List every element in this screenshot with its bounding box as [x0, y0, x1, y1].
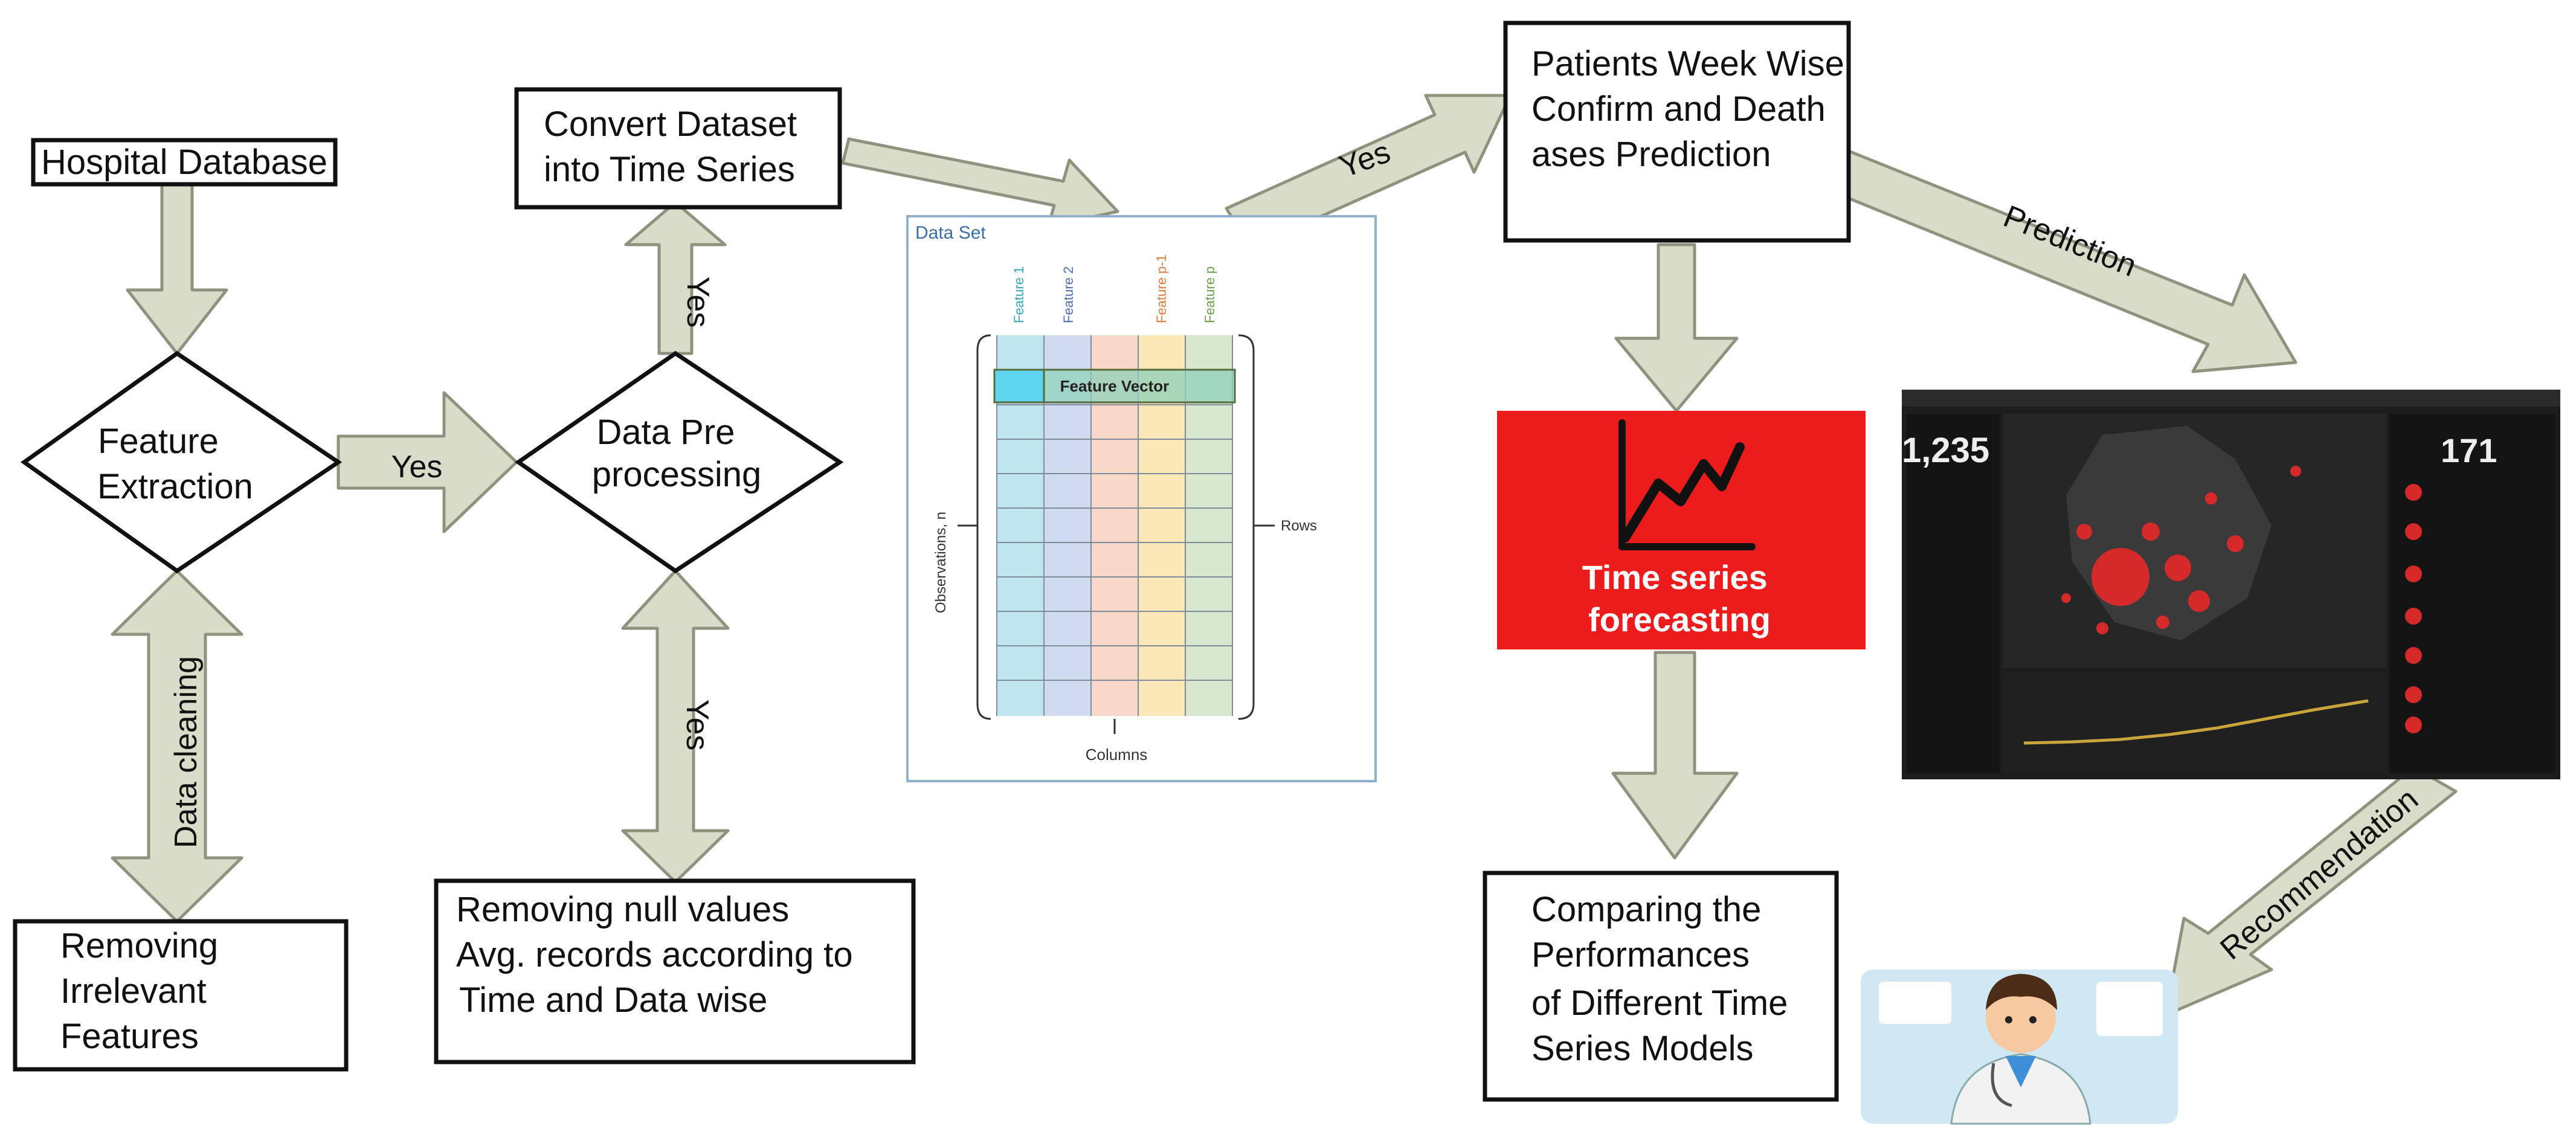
feature-extraction-line-2: Extraction: [97, 467, 253, 506]
patients-prediction-line-1: Patients Week Wise: [1531, 44, 1844, 83]
edge-label-data-cleaning: Data cleaning: [169, 656, 204, 848]
arrow-hospital-to-feature: [126, 182, 228, 355]
dataset-title: Data Set: [915, 223, 986, 243]
dashboard-map-dots: [2061, 466, 2301, 634]
dashboard-top-bar: [1902, 390, 2560, 407]
removing-null-label: Removing null values Avg. records accord…: [456, 890, 863, 1020]
dashboard-trend-line: [2023, 699, 2369, 745]
forecast-line-1: Time series: [1582, 558, 1768, 596]
doctor-card-panel-right: [2096, 982, 2163, 1036]
removing-irrelevant-line-3: Features: [60, 1017, 199, 1056]
dataset-observations-label: Observations, n: [933, 512, 949, 613]
doctor-body: [1950, 1053, 2091, 1125]
convert-dataset-label: Convert Dataset into Time Series: [544, 105, 807, 189]
arrow-patients-to-forecast: [1614, 243, 1739, 413]
dataset-rows-label: Rows: [1281, 518, 1317, 534]
doctor-face: [1986, 983, 2056, 1053]
doctor-hair: [1986, 974, 2057, 1010]
comparing-models-line-1: Comparing the: [1531, 890, 1761, 929]
comparing-models-box: [1483, 871, 1839, 1102]
edge-label-yes-feature-to-preprocessing: Yes: [391, 449, 443, 485]
doctor-avatar-icon: [1861, 970, 2178, 1125]
removing-irrelevant-line-2: Irrelevant: [60, 971, 207, 1011]
removing-null-line-2: Avg. records according to: [456, 935, 853, 974]
forecast-background: [1497, 411, 1866, 649]
hospital-database-label: Hospital Database: [41, 143, 327, 182]
dataset-bracket: [976, 334, 1255, 720]
dataset-feature-label-3: Feature p-1: [1154, 254, 1169, 323]
removing-irrelevant-label: Removing Irrelevant Features: [60, 926, 228, 1056]
patients-prediction-line-2: Confirm and Death: [1531, 89, 1826, 129]
dashboard-left-number: 1,235: [1902, 431, 1989, 470]
doctor-shirt: [2006, 1056, 2036, 1087]
doctor-eye-right: [2029, 1016, 2037, 1023]
dataset-feature-vector-label: Feature Vector: [1060, 377, 1170, 395]
forecast-line-2: forecasting: [1588, 600, 1771, 639]
edge-label-recommendation: Recommendation: [2214, 782, 2424, 967]
patients-prediction-line-3: ases Prediction: [1531, 135, 1771, 174]
patients-prediction-box: [1503, 21, 1851, 243]
feature-extraction-label: Feature Extraction: [97, 422, 253, 506]
dataset-columns-label: Columns: [1086, 745, 1148, 764]
forecast-label: Time series forecasting: [1582, 558, 1777, 639]
dataset-feature-vector-highlight: [993, 369, 1045, 404]
hospital-database-box: [31, 138, 338, 187]
dashboard-chart-area: [2003, 674, 2386, 773]
flow-arrows: [111, 94, 2458, 1017]
data-preprocessing-line-1: Data Pre: [596, 413, 735, 452]
dataset-feature-label-2: Feature 2: [1061, 266, 1076, 323]
convert-dataset-line-1: Convert Dataset: [544, 105, 797, 144]
feature-extraction-line-1: Feature: [98, 422, 219, 461]
time-series-forecasting-box: Time series forecasting: [1497, 411, 1866, 649]
dataset-feature-label-4: Feature p: [1202, 266, 1217, 323]
dashboard-left-panel: [1906, 414, 2000, 773]
data-preprocessing-diamond: [514, 350, 844, 574]
trend-line-chart-icon: [1618, 419, 1756, 550]
comparing-models-line-3: of Different Time: [1531, 984, 1788, 1023]
removing-null-line-1: Removing null values: [456, 890, 789, 929]
removing-null-line-3: Time and Data wise: [459, 980, 767, 1020]
edge-label-yes-preprocessing-to-convert: Yes: [680, 277, 715, 328]
doctor-eye-left: [2005, 1016, 2012, 1023]
arrow-convert-to-dataset: [841, 137, 1119, 228]
data-preprocessing-line-2: processing: [592, 455, 761, 494]
comparing-models-line-4: Series Models: [1531, 1029, 1753, 1068]
dashboard-right-number: 171: [2441, 431, 2497, 469]
patients-prediction-label: Patients Week Wise Confirm and Death ase…: [1531, 44, 1854, 174]
dashboard-list-dots: [2405, 484, 2422, 733]
edge-label-yes-preprocessing-to-null: Yes: [680, 700, 715, 751]
arrow-dashboard-to-doctor: [2164, 765, 2458, 1017]
dataset-table-image: Data Set Feature 1 Feature 2 Feature p-1…: [906, 215, 1377, 782]
removing-irrelevant-line-1: Removing: [60, 926, 218, 965]
data-preprocessing-label: Data Pre processing: [592, 413, 761, 494]
feature-extraction-diamond: [20, 350, 343, 574]
removing-irrelevant-box: [13, 919, 349, 1072]
dataset-feature-label-1: Feature 1: [1011, 266, 1026, 323]
arrow-patients-to-dashboard: [1835, 149, 2297, 373]
convert-dataset-line-2: into Time Series: [544, 150, 795, 189]
arrow-feature-to-preprocessing: [336, 391, 518, 533]
arrow-forecast-to-comparing: [1611, 651, 1739, 860]
dashboard-right-panel: [2389, 414, 2555, 773]
comparing-models-label: Comparing the Performances of Different …: [1531, 890, 1798, 1068]
doctor-card-panel-left: [1879, 982, 1951, 1024]
comparing-models-line-2: Performances: [1531, 935, 1750, 974]
convert-dataset-box: [514, 87, 842, 210]
doctor-stethoscope: [1991, 1063, 2012, 1107]
removing-null-box: [434, 878, 916, 1064]
covid-dashboard-image: 1,235 171: [1902, 390, 2560, 779]
